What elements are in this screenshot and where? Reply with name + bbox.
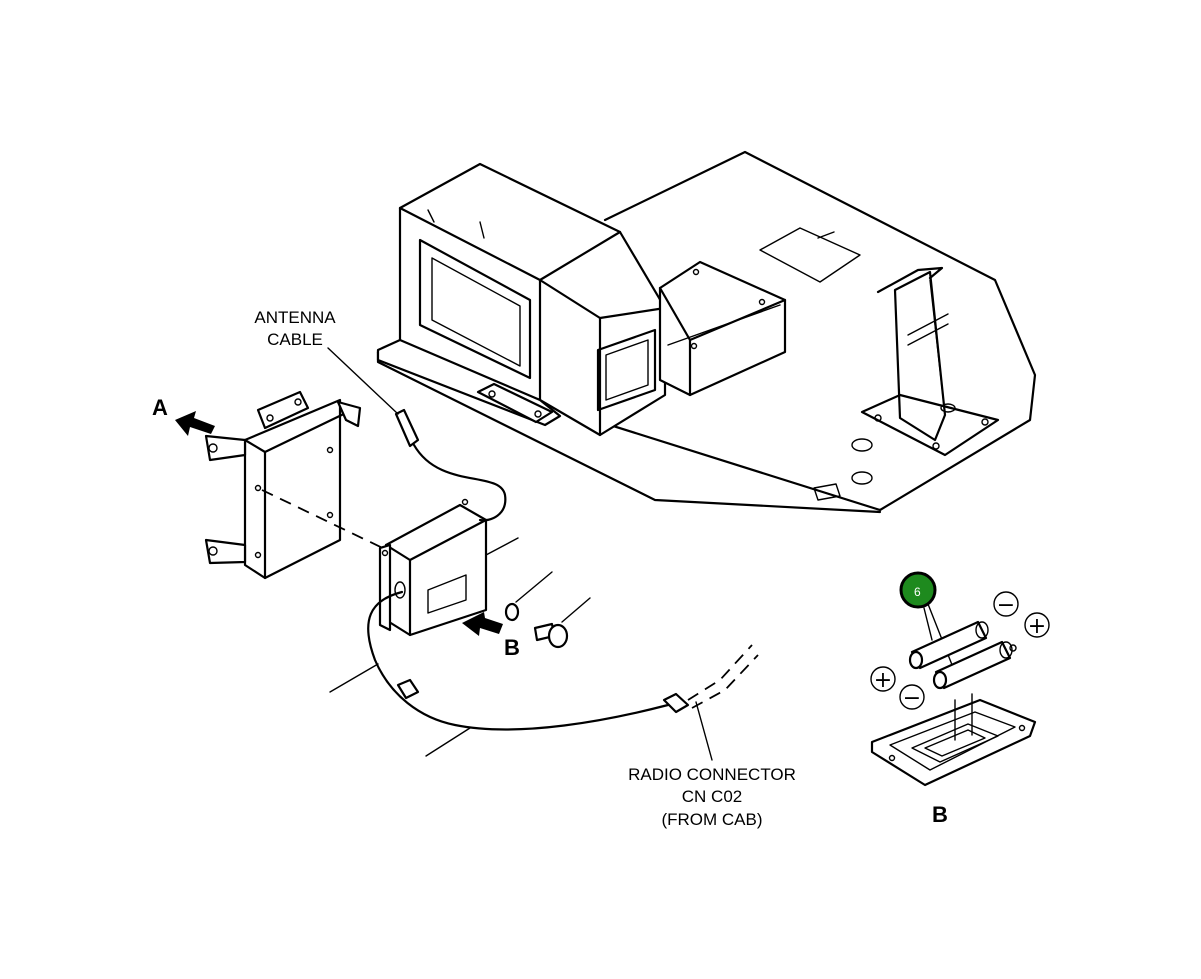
radio-connector-label-line1: RADIO CONNECTOR [628,765,796,784]
rear-module-box [658,260,787,397]
svg-text:−: − [903,686,921,711]
mounting-bracket [204,390,362,580]
svg-text:+: + [874,668,892,693]
polarity-plus-left: + [870,666,896,693]
radio-connector-label-line3: (FROM CAB) [661,810,762,829]
radio-harness-cable [367,590,759,731]
arrow-b-label: B [504,635,520,660]
svg-text:+: + [1028,614,1046,639]
detail-b-label: B [932,802,948,827]
arrow-b: B [462,612,520,660]
antenna-cable [394,408,507,522]
battery-cell-upper [908,620,989,670]
lock-washer [504,602,520,622]
pedestal-post [860,266,1000,457]
battery-compartment-detail [870,693,1037,787]
radio-module [378,498,488,637]
callout-badge-number: 6 [914,585,921,599]
console-housing [376,162,667,437]
battery-cell-lower [932,640,1017,690]
polarity-minus-left: − [899,684,925,711]
mounting-screw [533,622,569,649]
arrow-a: A [152,395,215,436]
antenna-cable-label-line2: CABLE [267,330,323,349]
svg-text:−: − [997,593,1015,618]
radio-connector-label-line2: CN C02 [682,787,742,806]
antenna-cable-label-line1: ANTENNA [254,308,336,327]
polarity-plus-right: + [1024,612,1050,639]
polarity-minus-right: − [993,591,1019,618]
arrow-a-label: A [152,395,168,420]
callout-badge: 6 [899,571,937,609]
